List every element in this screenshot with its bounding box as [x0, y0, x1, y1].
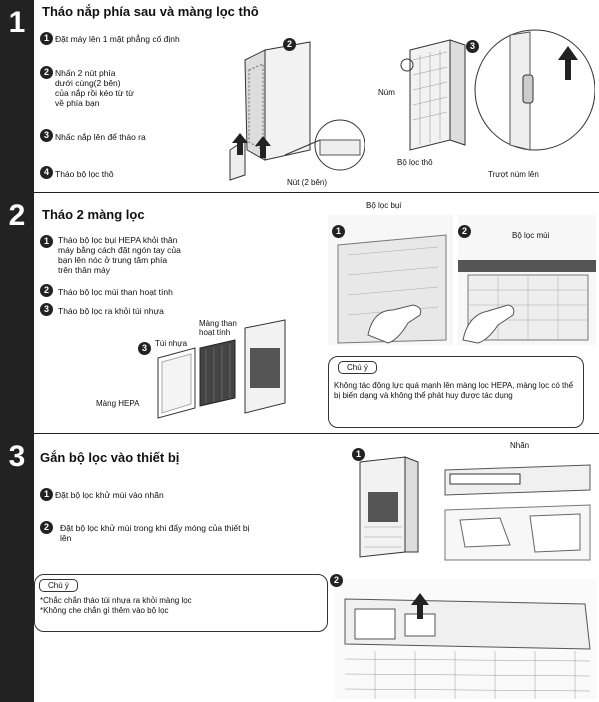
s2-step-3: Tháo bộ lọc ra khỏi túi nhựa	[58, 306, 164, 316]
label-hepa: Màng HEPA	[96, 399, 140, 408]
marker-2: 2	[458, 225, 471, 238]
s3-step-2: Đặt bộ lọc khử mùi trong khi đẩy móng củ…	[60, 523, 250, 543]
section-3-note-line-2: *Không che chắn gì thêm vào bộ lọc	[40, 606, 169, 615]
bullet-2: 2	[40, 284, 53, 297]
label-coarse-filter: Bộ lọc thô	[397, 158, 433, 167]
s1-step-1: Đặt máy lên 1 mặt phẳng cố định	[55, 34, 180, 44]
device-illustration-back-cover	[229, 41, 365, 181]
bullet-4: 4	[40, 166, 53, 179]
label-knob: Núm	[378, 88, 395, 97]
section-1-title: Tháo nắp phía sau và màng lọc thô	[42, 4, 259, 19]
marker-1: 1	[352, 448, 365, 461]
section-3-title: Gắn bộ lọc vào thiết bị	[40, 450, 180, 465]
s3-step-1: Đặt bộ lọc khử mùi vào nhãn	[55, 490, 164, 500]
bullet-1: 1	[40, 32, 53, 45]
photo-remove-hepa	[328, 215, 453, 345]
label-slide-knob: Trượt núm lên	[488, 170, 539, 179]
device-illustration-attach	[359, 456, 419, 558]
marker-3: 3	[466, 40, 479, 53]
s2-step-2: Tháo bộ lọc mùi than hoạt tính	[58, 287, 173, 297]
bullet-1: 1	[40, 488, 53, 501]
marker-1: 1	[332, 225, 345, 238]
label-tag: Nhãn	[510, 441, 530, 450]
photo-remove-carbon	[458, 215, 596, 345]
section-3-note-line-1: *Chắc chắn tháo túi nhựa ra khỏi màng lọ…	[40, 596, 192, 605]
label-smell-filter: Bộ lọc mùi	[512, 231, 550, 240]
bullet-3: 3	[40, 129, 53, 142]
label-carbon-filter: Màng than hoạt tính	[199, 319, 237, 337]
label-plastic-bag: Túi nhựa	[155, 339, 188, 348]
section-2-note-text: Không tác động lực quá mạnh lên màng lọc…	[334, 381, 574, 400]
step-number-3: 3	[0, 434, 34, 702]
section-3-note-tag: Chú ý	[39, 579, 78, 592]
section-2-title: Tháo 2 màng lọc	[42, 207, 145, 222]
label-dust-filter: Bộ lọc bụi	[366, 201, 402, 210]
bullet-1: 1	[40, 235, 53, 248]
step-number-2: 2	[0, 193, 34, 433]
hook-push-illustration	[335, 579, 597, 699]
section-1: 1 Tháo nắp phía sau và màng lọc thô 1 Đặ…	[0, 0, 599, 193]
marker-3: 3	[138, 342, 151, 355]
step-number-1: 1	[0, 0, 34, 192]
label-button: Nút (2 bên)	[287, 178, 328, 187]
s1-step-3: Nhấc nắp lên để tháo ra	[55, 132, 146, 142]
s1-step-2: Nhấn 2 nút phía dưới cùng(2 bên) của nắp…	[55, 68, 134, 108]
s2-step-1: Tháo bộ lọc bụi HEPA khỏi thân máy bằng …	[58, 235, 181, 275]
device-illustration-coarse-filter	[400, 29, 595, 151]
section-2: 2 Tháo 2 màng lọc 1 Tháo bộ lọc bụi HEPA…	[0, 193, 599, 434]
bullet-2: 2	[40, 66, 53, 79]
bullet-3: 3	[40, 303, 53, 316]
s1-step-4: Tháo bộ lọc thô	[55, 169, 114, 179]
section-3-note	[34, 574, 328, 632]
section-3: 3 Gắn bộ lọc vào thiết bị 1 Đặt bộ lọc k…	[0, 434, 599, 702]
label-zoom-illustration	[440, 450, 596, 562]
marker-2: 2	[330, 574, 343, 587]
filters-illustration	[157, 319, 286, 419]
bullet-2: 2	[40, 521, 53, 534]
section-2-note-tag: Chú ý	[338, 361, 377, 374]
marker-2: 2	[283, 38, 296, 51]
